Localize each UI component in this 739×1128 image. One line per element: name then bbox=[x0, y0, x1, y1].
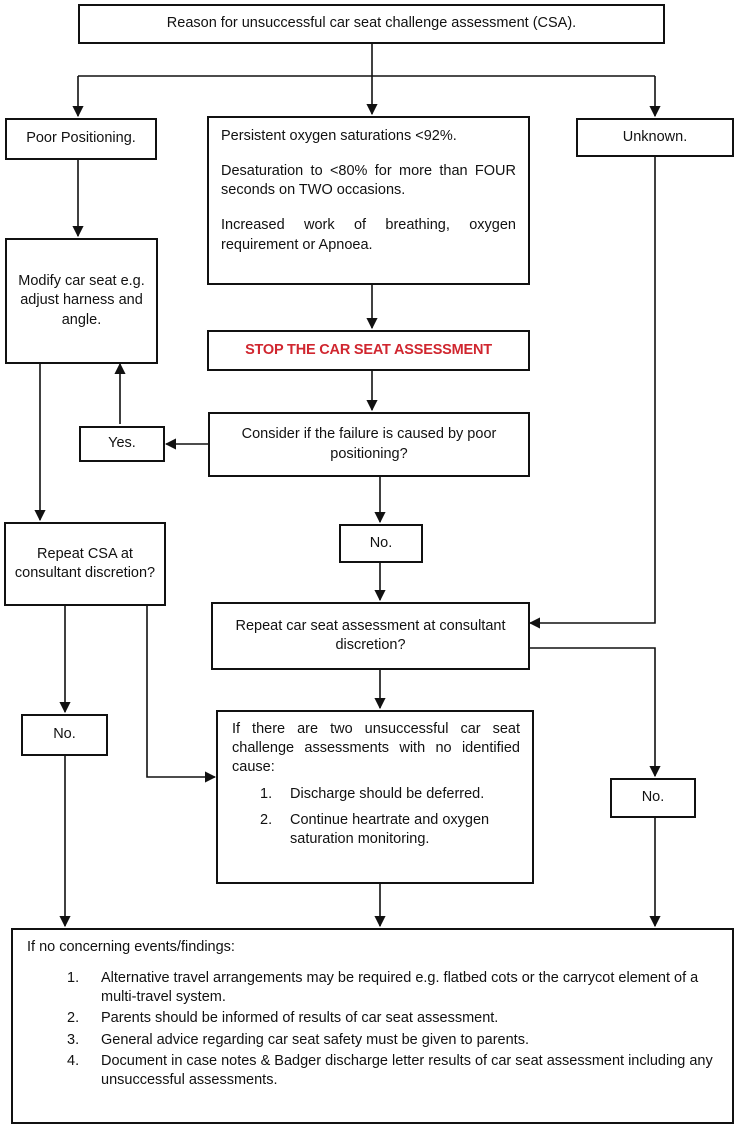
physiological-criteria-box: Persistent oxygen saturations <92%. Desa… bbox=[207, 116, 530, 285]
list-item: 1. Alternative travel arrangements may b… bbox=[67, 969, 718, 1007]
list-item-text: Alternative travel arrangements may be r… bbox=[101, 970, 699, 1006]
no-middle-box: No. bbox=[339, 524, 423, 563]
list-item-text: General advice regarding car seat safety… bbox=[101, 1031, 529, 1048]
list-item-text: Discharge should be deferred. bbox=[290, 786, 485, 803]
list-item-number: 1. bbox=[260, 786, 273, 803]
title-box: Reason for unsuccessful car seat challen… bbox=[78, 4, 665, 44]
no-right-text: No. bbox=[641, 789, 665, 806]
final-advice-list: 1. Alternative travel arrangements may b… bbox=[67, 969, 718, 1090]
poor-positioning-text: Poor Positioning. bbox=[26, 130, 136, 147]
list-item: 4. Document in case notes & Badger disch… bbox=[67, 1052, 718, 1090]
repeat-assessment-center-box: Repeat car seat assessment at consultant… bbox=[211, 602, 530, 670]
two-unsuccessful-box: If there are two unsuccessful car seat c… bbox=[216, 710, 534, 884]
arrow-repeat-to-no-right bbox=[530, 647, 661, 778]
list-item: 2. Parents should be informed of results… bbox=[67, 1009, 718, 1028]
repeat-csa-left-box: Repeat CSA at consultant discretion? bbox=[4, 522, 166, 606]
unknown-text: Unknown. bbox=[622, 128, 688, 145]
no-left-text: No. bbox=[53, 726, 76, 743]
stop-assessment-text: STOP THE CAR SEAT ASSESSMENT bbox=[245, 341, 492, 358]
two-unsuccessful-intro: If there are two unsuccessful car seat c… bbox=[232, 721, 520, 776]
final-advice-box: If no concerning events/findings: 1. Alt… bbox=[11, 928, 734, 1124]
criterion-saturation: Persistent oxygen saturations <92%. bbox=[221, 128, 457, 144]
criterion-desaturation: Desaturation to <80% for more than FOUR … bbox=[221, 163, 516, 199]
list-item: 1. Discharge should be deferred. bbox=[260, 785, 520, 804]
list-item-number: 4. bbox=[67, 1052, 80, 1069]
yes-box: Yes. bbox=[79, 426, 165, 462]
repeat-csa-left-text: Repeat CSA at consultant discretion? bbox=[14, 545, 156, 581]
consider-poor-positioning-box: Consider if the failure is caused by poo… bbox=[208, 412, 530, 477]
list-item-text: Parents should be informed of results of… bbox=[101, 1010, 499, 1027]
title-text: Reason for unsuccessful car seat challen… bbox=[166, 15, 577, 32]
list-item-number: 2. bbox=[67, 1010, 80, 1027]
list-item-text: Document in case notes & Badger discharg… bbox=[101, 1052, 713, 1088]
no-left-box: No. bbox=[21, 714, 108, 756]
list-item-number: 1. bbox=[67, 970, 80, 987]
arrow-repeat-left-to-two bbox=[146, 606, 217, 783]
two-unsuccessful-list: 1. Discharge should be deferred. 2. Cont… bbox=[260, 785, 520, 848]
poor-positioning-box: Poor Positioning. bbox=[5, 118, 157, 160]
stop-assessment-box: STOP THE CAR SEAT ASSESSMENT bbox=[207, 330, 530, 371]
list-item-text: Continue heartrate and oxygen saturation… bbox=[290, 811, 490, 847]
no-right-box: No. bbox=[610, 778, 696, 818]
list-item: 2. Continue heartrate and oxygen saturat… bbox=[260, 811, 520, 849]
list-item-number: 2. bbox=[260, 811, 273, 828]
final-advice-intro: If no concerning events/findings: bbox=[27, 939, 235, 955]
modify-car-seat-text: Modify car seat e.g. adjust harness and … bbox=[18, 273, 145, 328]
modify-car-seat-box: Modify car seat e.g. adjust harness and … bbox=[5, 238, 158, 364]
list-item: 3. General advice regarding car seat saf… bbox=[67, 1031, 718, 1050]
no-middle-text: No. bbox=[369, 534, 393, 551]
list-item-number: 3. bbox=[67, 1031, 80, 1048]
repeat-assessment-center-text: Repeat car seat assessment at consultant… bbox=[235, 617, 506, 653]
unknown-box: Unknown. bbox=[576, 118, 734, 157]
consider-poor-positioning-text: Consider if the failure is caused by poo… bbox=[241, 426, 497, 462]
yes-text: Yes. bbox=[108, 435, 136, 452]
criterion-work-of-breathing: Increased work of breathing, oxygen requ… bbox=[221, 217, 516, 253]
arrow-unknown-to-repeat bbox=[528, 157, 656, 629]
